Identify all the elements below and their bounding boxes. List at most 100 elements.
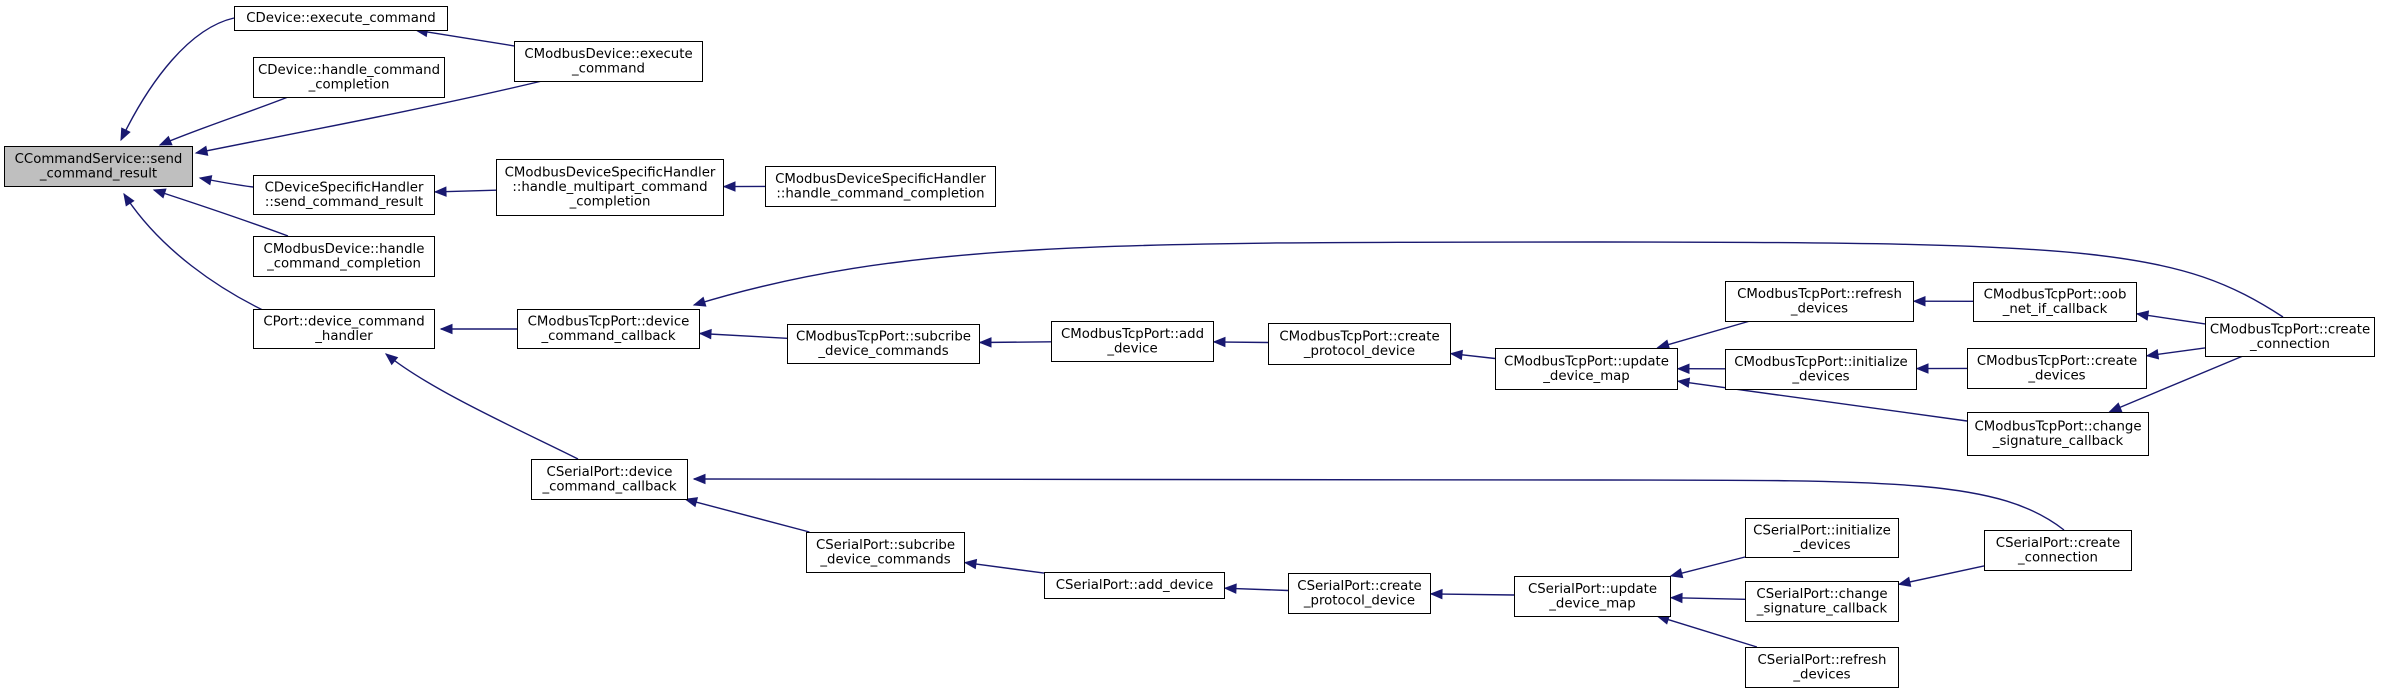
call-edge bbox=[1430, 593, 1515, 596]
call-edge bbox=[685, 498, 810, 533]
arrowhead bbox=[698, 328, 712, 340]
node-label-line: _protocol_device bbox=[1303, 593, 1415, 608]
arrowhead bbox=[963, 558, 978, 570]
node-box bbox=[517, 309, 700, 349]
node-label-line: ::send_command_result bbox=[265, 195, 423, 210]
node-box bbox=[1967, 412, 2149, 456]
arrowhead bbox=[684, 497, 699, 508]
arrowhead bbox=[194, 145, 209, 156]
node-ser-conn[interactable]: CSerialPort::create_connection bbox=[1984, 530, 2132, 571]
node-ser-add[interactable]: CSerialPort::add_device bbox=[1044, 572, 1225, 599]
arrowhead bbox=[1915, 363, 1929, 374]
node-box bbox=[4, 146, 193, 187]
arrowhead bbox=[1212, 336, 1226, 348]
node-mbdsh-multi[interactable]: CModbusDeviceSpecificHandler::handle_mul… bbox=[496, 159, 724, 216]
node-label-line: _devices bbox=[2027, 368, 2085, 383]
call-edge bbox=[153, 189, 289, 237]
call-edge bbox=[195, 80, 543, 154]
node-label-line: _devices bbox=[1792, 538, 1850, 553]
node-box bbox=[1495, 348, 1678, 390]
node-label-line: _device_map bbox=[1542, 369, 1630, 384]
node-mb-handle[interactable]: CModbusDevice::handle_command_completion bbox=[253, 236, 435, 277]
call-edge bbox=[385, 353, 579, 460]
node-tcp-cdev[interactable]: CModbusTcpPort::create_devices bbox=[1967, 348, 2147, 389]
call-edge bbox=[699, 332, 788, 339]
arrowhead bbox=[1429, 588, 1443, 600]
call-graph-nodes: CCommandService::send_command_resultCDev… bbox=[4, 6, 2375, 688]
node-box bbox=[1051, 321, 1214, 362]
node-label-line: CModbusTcpPort::add bbox=[1061, 327, 1204, 342]
arrowhead bbox=[152, 188, 167, 199]
node-box bbox=[1745, 581, 1899, 622]
node-dev-exec[interactable]: CDevice::execute_command bbox=[234, 6, 448, 31]
call-edge bbox=[1670, 556, 1746, 577]
node-box bbox=[1745, 647, 1899, 688]
node-port-dch[interactable]: CPort::device_command_handler bbox=[253, 309, 435, 349]
node-tcp-udm[interactable]: CModbusTcpPort::update_device_map bbox=[1495, 348, 1678, 390]
node-dev-handle[interactable]: CDevice::handle_command_completion bbox=[253, 57, 445, 98]
node-tcp-conn[interactable]: CModbusTcpPort::create_connection bbox=[2205, 317, 2375, 357]
node-label-line: _completion bbox=[308, 77, 390, 92]
node-label-line: CModbusTcpPort::initialize bbox=[1734, 355, 1907, 370]
node-box bbox=[1967, 348, 2147, 389]
node-ser-sub[interactable]: CSerialPort::subcribe_device_commands bbox=[806, 532, 965, 573]
node-label-line: CModbusTcpPort::device bbox=[528, 314, 690, 329]
node-label-line: _completion bbox=[569, 195, 651, 210]
node-label-line: ::handle_command_completion bbox=[776, 186, 984, 201]
node-label-line: _connection bbox=[2017, 550, 2098, 565]
node-label-line: CSerialPort::device bbox=[547, 465, 673, 480]
node-tcp-add[interactable]: CModbusTcpPort::add_device bbox=[1051, 321, 1214, 362]
node-label-line: CModbusTcpPort::oob bbox=[1984, 287, 2127, 302]
call-edge bbox=[1670, 597, 1746, 600]
node-label-line: ::handle_multipart_command bbox=[512, 180, 707, 195]
node-ser-ref[interactable]: CSerialPort::refresh_devices bbox=[1745, 647, 1899, 688]
node-label-line: CSerialPort::create bbox=[1996, 536, 2120, 551]
arrowhead bbox=[1912, 295, 1926, 307]
node-label-line: _command_callback bbox=[540, 329, 675, 344]
node-tcp-init[interactable]: CModbusTcpPort::initialize_devices bbox=[1725, 349, 1917, 390]
node-label-line: CPort::device_command bbox=[263, 314, 424, 329]
node-label-line: _command_result bbox=[39, 166, 157, 181]
node-box bbox=[253, 309, 435, 349]
node-ser-cpd[interactable]: CSerialPort::create_protocol_device bbox=[1288, 573, 1431, 614]
node-box bbox=[514, 41, 703, 82]
node-box bbox=[2205, 317, 2375, 357]
node-label-line: _devices bbox=[1790, 301, 1848, 316]
call-edge bbox=[979, 341, 1052, 344]
node-tcp-chg[interactable]: CModbusTcpPort::change_signature_callbac… bbox=[1967, 412, 2149, 456]
node-box bbox=[1725, 349, 1917, 390]
node-tcp-ref[interactable]: CModbusTcpPort::refresh_devices bbox=[1725, 281, 1914, 322]
node-label-line: CSerialPort::change bbox=[1756, 587, 1887, 602]
node-label-line: CModbusDeviceSpecificHandler bbox=[505, 166, 716, 181]
call-edge bbox=[159, 96, 289, 146]
node-mb-exec[interactable]: CModbusDevice::execute_command bbox=[514, 41, 703, 82]
node-tcp-sub[interactable]: CModbusTcpPort::subcribe_device_commands bbox=[787, 324, 980, 364]
node-label-line: _signature_callback bbox=[1756, 601, 1888, 616]
node-label-line: _devices bbox=[1792, 667, 1850, 682]
node-label-line: CSerialPort::update bbox=[1528, 582, 1657, 597]
node-root: CCommandService::send_command_result bbox=[4, 146, 193, 187]
node-tcp-cpd[interactable]: CModbusTcpPort::create_protocol_device bbox=[1268, 323, 1451, 365]
node-box bbox=[234, 6, 448, 31]
node-ser-udm[interactable]: CSerialPort::update_device_map bbox=[1514, 576, 1671, 617]
node-label-line: CSerialPort::refresh bbox=[1758, 653, 1887, 668]
call-edge bbox=[964, 561, 1045, 574]
node-label-line: CModbusTcpPort::create bbox=[2210, 322, 2370, 337]
arrowhead bbox=[692, 296, 707, 307]
node-ser-dcc[interactable]: CSerialPort::device_command_callback bbox=[531, 459, 688, 500]
call-edge bbox=[415, 29, 515, 47]
node-label-line: _signature_callback bbox=[1992, 434, 2124, 449]
call-edge bbox=[1657, 320, 1751, 349]
node-tcp-oob[interactable]: CModbusTcpPort::oob_net_if_callback bbox=[1973, 282, 2137, 322]
node-ser-chg[interactable]: CSerialPort::change_signature_callback bbox=[1745, 581, 1899, 622]
node-ser-init[interactable]: CSerialPort::initialize_devices bbox=[1745, 518, 1899, 558]
node-label-line: _command_completion bbox=[266, 256, 421, 271]
node-label-line: _command_callback bbox=[541, 479, 676, 494]
node-dsh-send[interactable]: CDeviceSpecificHandler::send_command_res… bbox=[253, 175, 435, 215]
call-edge bbox=[693, 478, 2065, 531]
node-tcp-dcc[interactable]: CModbusTcpPort::device_command_callback bbox=[517, 309, 700, 349]
node-label-line: CModbusTcpPort::refresh bbox=[1737, 287, 1902, 302]
node-label-line: CModbusTcpPort::create bbox=[1977, 354, 2137, 369]
node-mbdsh-handle[interactable]: CModbusDeviceSpecificHandler::handle_com… bbox=[765, 166, 996, 207]
node-box bbox=[253, 57, 445, 98]
